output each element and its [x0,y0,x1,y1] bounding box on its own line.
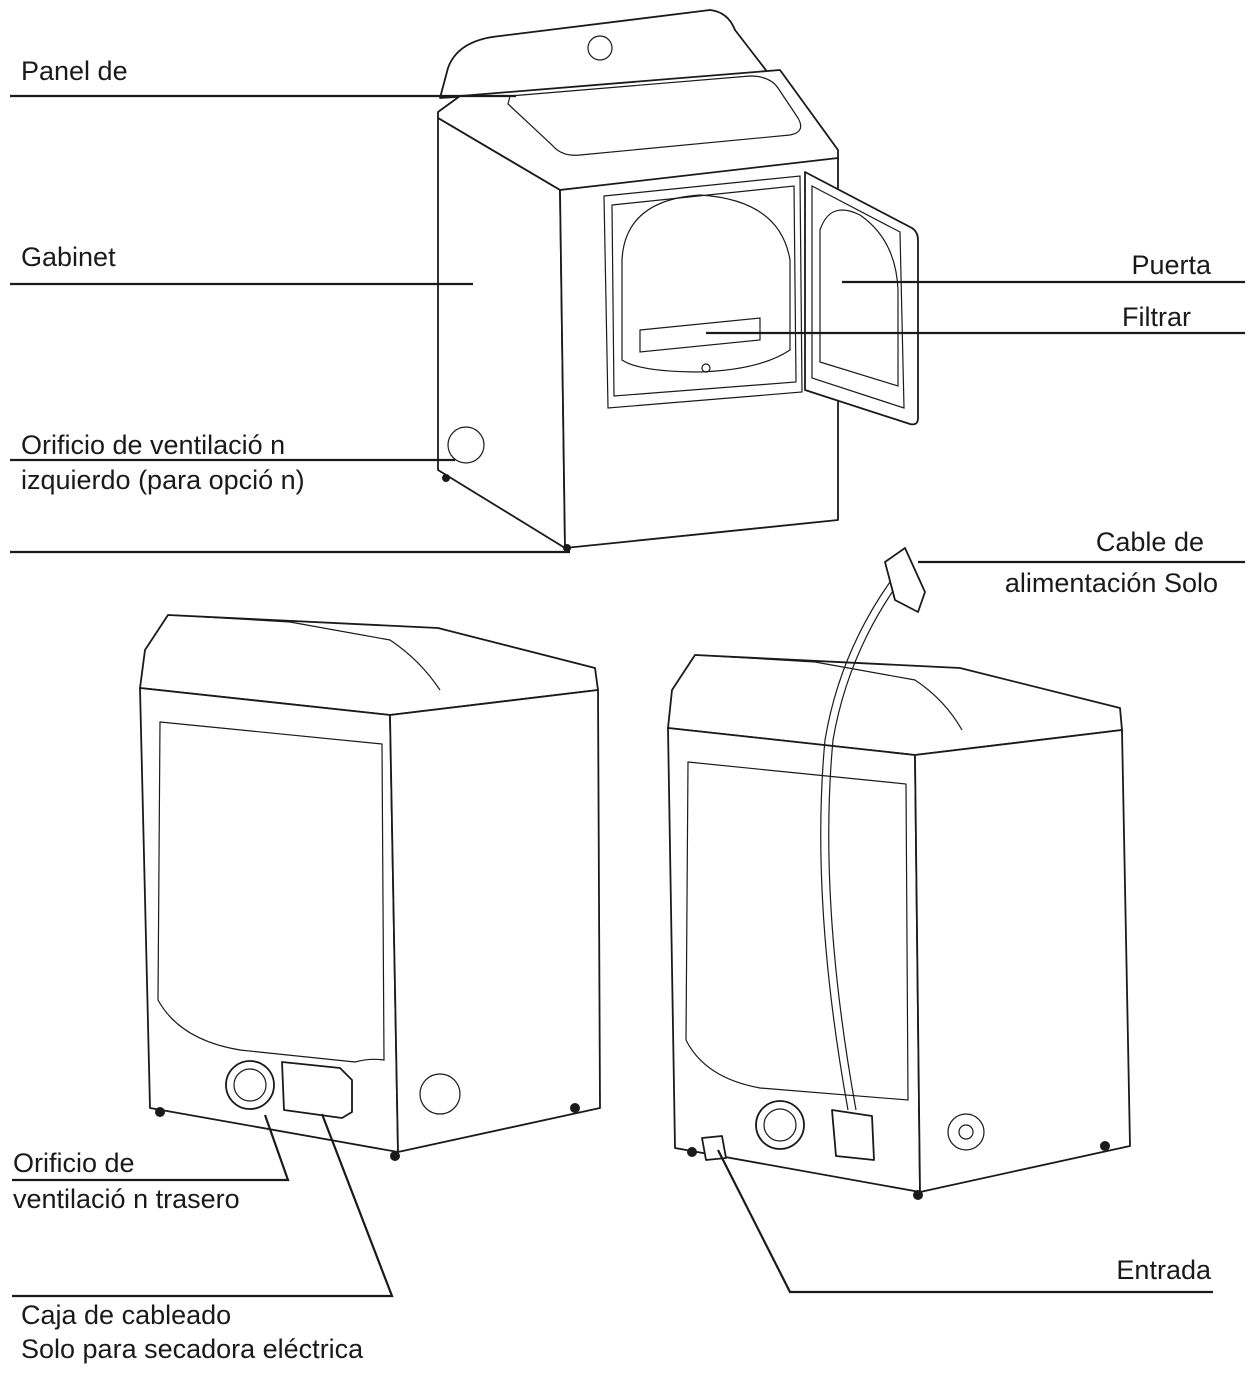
cabinet-front [559,157,839,549]
label-wiring-box-line2: Solo para secadora eléctrica [21,1334,364,1364]
cabinet-side [437,117,566,549]
label-rear-vent-line1: Orificio de [13,1148,135,1178]
lint-filter [639,317,761,353]
leader-lines [10,94,1245,1298]
label-door: Puerta [1131,250,1211,280]
power-cord [820,574,896,1111]
rear-dryer-left-drawing [139,614,601,1161]
control-panel [439,9,773,99]
label-left-vent-line2: izquierdo (para opció n) [21,465,305,495]
rear-dryer-right-drawing [667,547,1131,1200]
rear-vent-hole-right [755,1100,805,1150]
rear-vent-hole [225,1060,275,1110]
label-wiring-box-line1: Caja de cableado [21,1300,232,1330]
power-plug [884,547,926,613]
wiring-box [281,1061,353,1119]
rear-side-panel-right [914,729,1131,1193]
label-inlet: Entrada [1116,1255,1211,1285]
label-panel: Panel de [21,56,128,86]
wiring-box-right [831,1109,875,1161]
label-left-vent-line1: Orificio de ventilació n [21,430,286,460]
door [804,171,919,426]
rear-side-panel [389,689,601,1153]
label-power-cord-line1: Cable de [1095,527,1204,557]
label-filter: Filtrar [1122,302,1191,332]
label-power-cord-line2: alimentación Solo [1004,568,1218,598]
label-rear-vent-line2: ventilació n trasero [13,1184,240,1214]
left-vent-hole [447,426,485,464]
side-vent-hole [419,1073,461,1115]
front-dryer-drawing [437,9,919,552]
label-cabinet: Gabinet [21,242,116,272]
drum [621,194,791,373]
